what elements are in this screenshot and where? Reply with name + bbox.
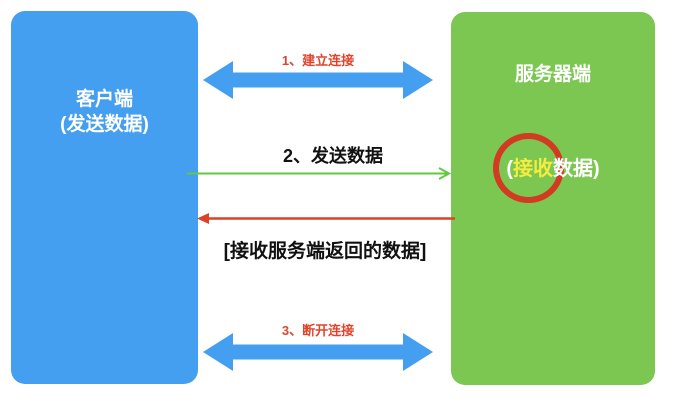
emphasis-circle-icon xyxy=(493,133,564,203)
client-subtitle: (发送数据) xyxy=(60,114,149,135)
establish-connection-label: 1、建立连接 xyxy=(281,53,355,68)
server-subtitle: (接收数据) xyxy=(451,157,655,182)
send-data-label: 2、发送数据 xyxy=(282,146,384,166)
receive-highlight-text: 接收 xyxy=(513,158,553,180)
server-title: 服务器端 xyxy=(514,64,591,85)
server-subtitle-prefix: ( xyxy=(506,158,513,180)
return-data-arrow-icon xyxy=(197,213,455,224)
send-data-arrow-icon xyxy=(187,167,452,180)
disconnect-label: 3、断开连接 xyxy=(281,323,355,338)
return-data-label: [接收服务端返回的数据] xyxy=(223,241,427,262)
client-title: 客户端 xyxy=(75,89,133,110)
server-subtitle-suffix: 数据) xyxy=(553,158,600,180)
client-node: 客户端 (发送数据) xyxy=(11,11,198,384)
server-node: 服务器端 (接收数据) xyxy=(451,12,655,385)
